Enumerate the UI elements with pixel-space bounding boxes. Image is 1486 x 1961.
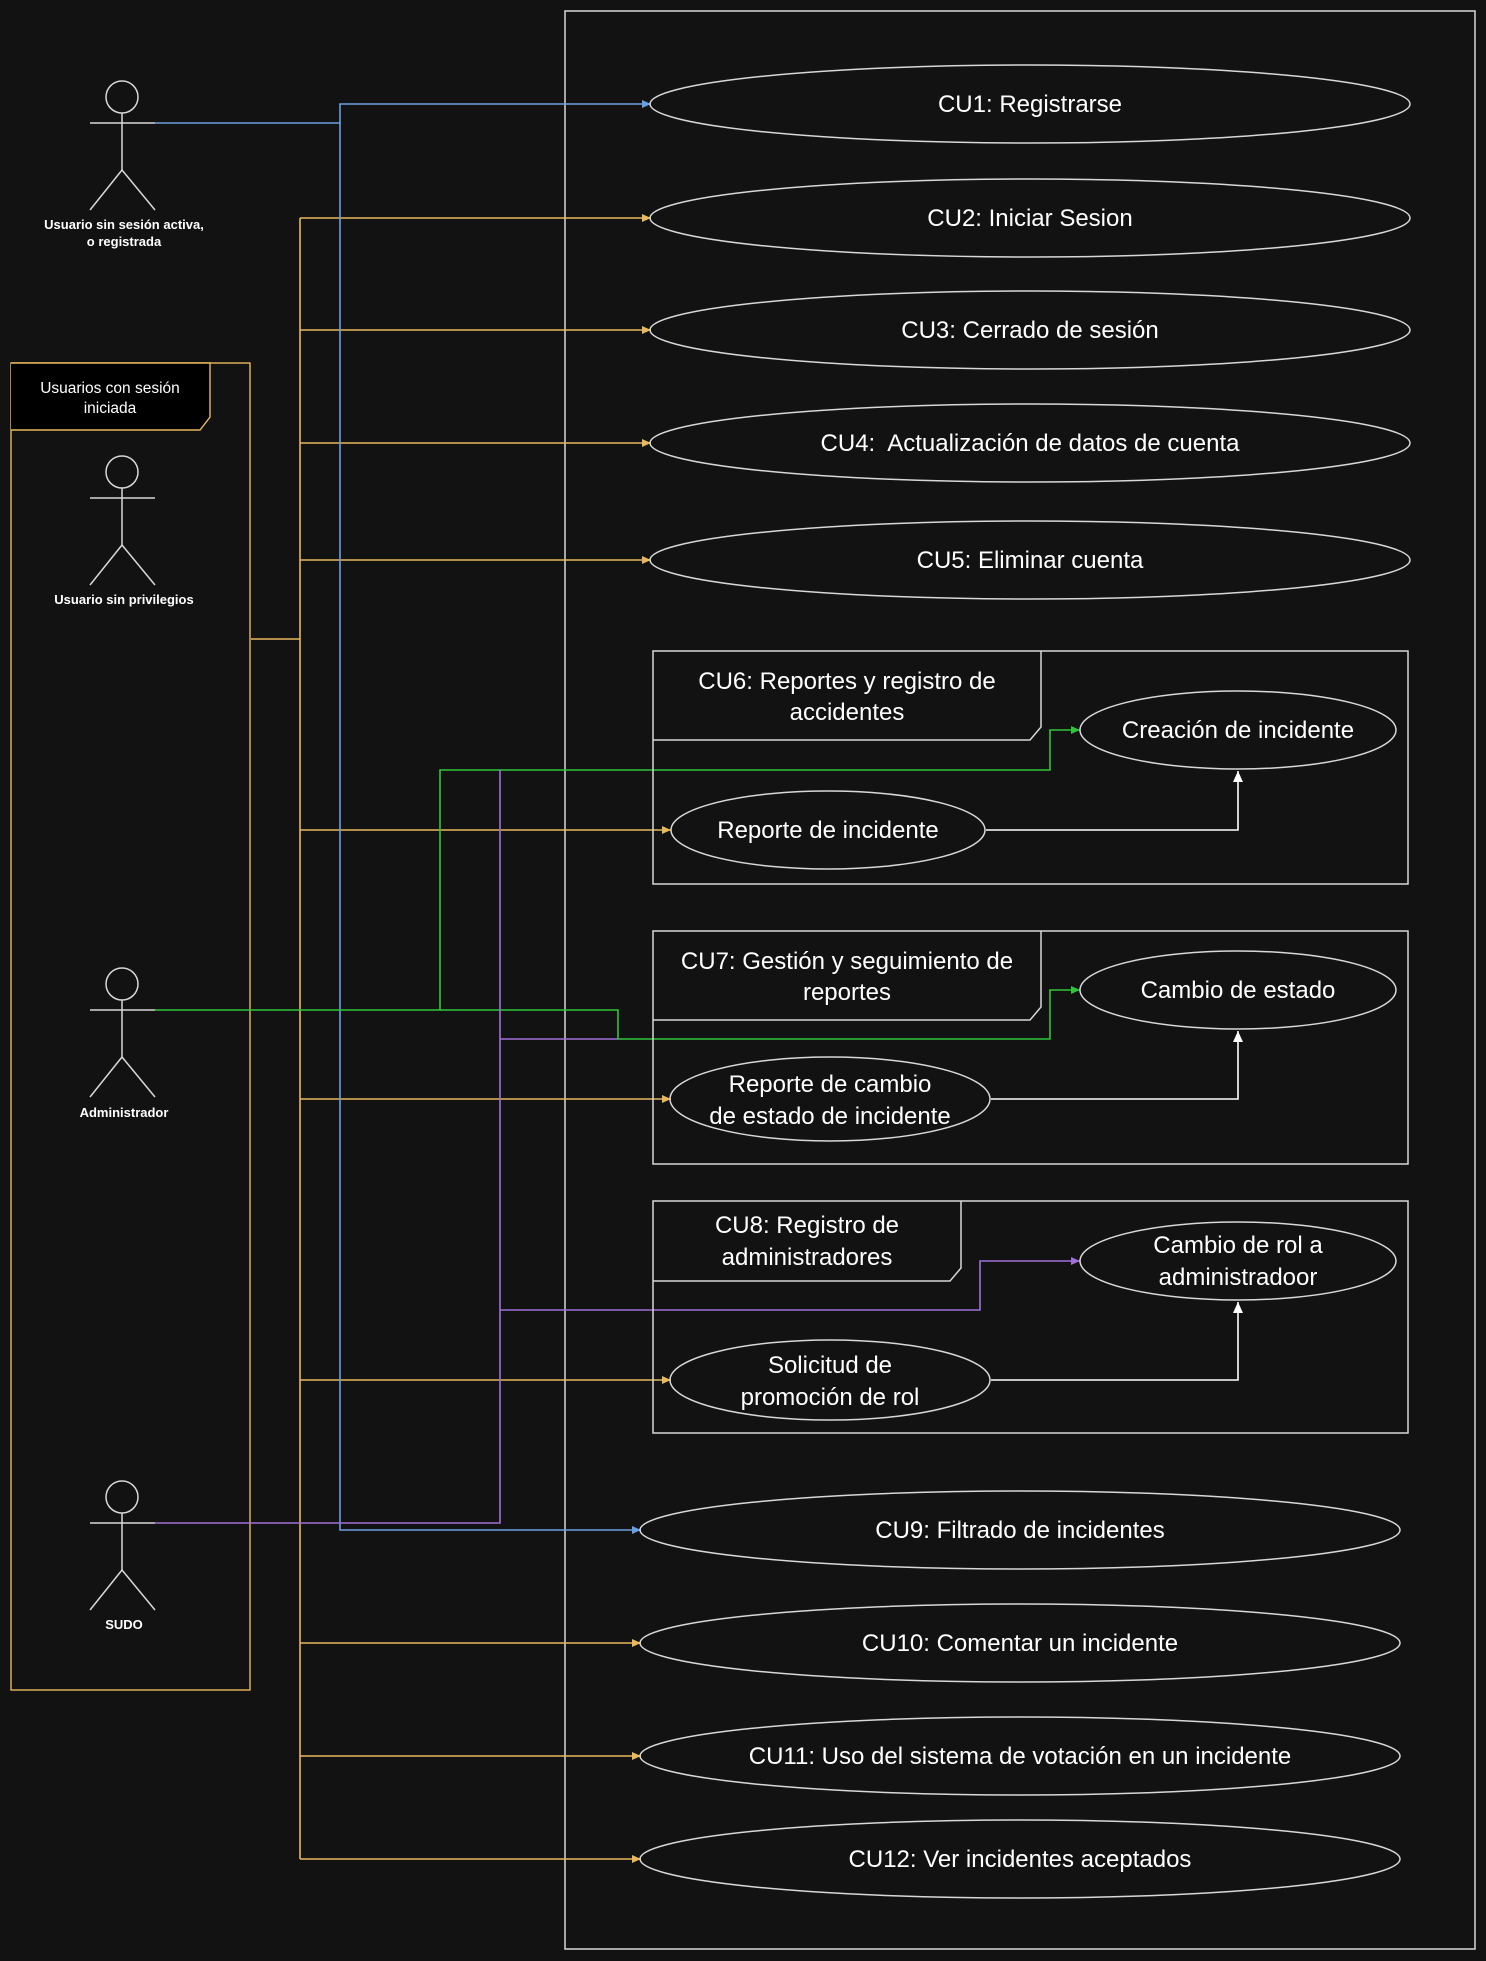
use-case-cu3: CU3: Cerrado de sesión <box>649 290 1411 370</box>
uc-reporte-incidente <box>670 790 986 870</box>
svg-text:Cambio de estado: Cambio de estado <box>1141 977 1336 1004</box>
uc-creacion-incidente <box>1079 690 1397 770</box>
use-case-cu1: CU1: Registrarse <box>649 64 1411 144</box>
orange-connectors <box>251 214 671 1863</box>
actor-no-privileges <box>89 455 156 586</box>
use-case-cu2: CU2: Iniciar Sesion <box>649 178 1411 258</box>
svg-text:promoción de rol: promoción de rol <box>741 1384 920 1411</box>
svg-text:de estado de incidente: de estado de incidente <box>709 1103 951 1130</box>
package-cu7-title-line2: reportes <box>803 979 891 1006</box>
actor-sudo <box>89 1480 156 1611</box>
svg-text:CU3: Cerrado de sesión: CU3: Cerrado de sesión <box>901 317 1158 344</box>
logged-users-group: Usuarios con sesión iniciada <box>10 362 251 1691</box>
actor-sudo-label: SUDO <box>105 1617 143 1632</box>
package-cu7: CU7: Gestión y seguimiento de reportes C… <box>652 930 1409 1165</box>
actor-no-privileges-label: Usuario sin privilegios <box>54 592 193 607</box>
package-cu7-title-line1: CU7: Gestión y seguimiento de <box>681 948 1013 975</box>
svg-text:Reporte de incidente: Reporte de incidente <box>717 817 938 844</box>
package-cu6-title-line2: accidentes <box>790 699 905 726</box>
use-case-cu11: CU11: Uso del sistema de votación en un … <box>639 1716 1401 1796</box>
svg-text:Cambio de rol a: Cambio de rol a <box>1153 1232 1323 1259</box>
package-cu6: CU6: Reportes y registro de accidentes C… <box>652 650 1409 885</box>
purple-connectors <box>155 770 1080 1524</box>
svg-text:Creación de incidente: Creación de incidente <box>1122 717 1354 744</box>
uc-reporte-cambio-estado <box>669 1056 991 1142</box>
use-case-cu12: CU12: Ver incidentes aceptados <box>639 1819 1401 1899</box>
svg-text:administradoor: administradoor <box>1159 1264 1318 1291</box>
use-case-cu5: CU5: Eliminar cuenta <box>649 520 1411 600</box>
package-cu6-title-line1: CU6: Reportes y registro de <box>698 668 995 695</box>
group-title-line2: iniciada <box>84 400 137 417</box>
uc-cambio-rol <box>1079 1221 1397 1301</box>
use-case-cu10: CU10: Comentar un incidente <box>639 1603 1401 1683</box>
actor-guest-label-line2: o registrada <box>87 234 162 249</box>
svg-text:CU12: Ver incidentes aceptados: CU12: Ver incidentes aceptados <box>849 1846 1192 1873</box>
uc-solicitud-promocion <box>669 1339 991 1421</box>
svg-text:CU9: Filtrado de incidentes: CU9: Filtrado de incidentes <box>875 1517 1164 1544</box>
svg-text:Reporte de cambio: Reporte de cambio <box>729 1071 932 1098</box>
package-cu8: CU8: Registro de administradores Cambio … <box>652 1200 1409 1434</box>
group-title-line1: Usuarios con sesión <box>40 380 180 397</box>
uc-cambio-estado <box>1079 950 1397 1030</box>
actor-guest-label-line1: Usuario sin sesión activa, <box>44 217 204 232</box>
svg-text:CU2: Iniciar Sesion: CU2: Iniciar Sesion <box>927 205 1132 232</box>
svg-text:Solicitud de: Solicitud de <box>768 1352 892 1379</box>
svg-text:CU11: Uso del sistema de votac: CU11: Uso del sistema de votación en un … <box>749 1743 1292 1770</box>
actor-admin-label: Administrador <box>80 1105 169 1120</box>
svg-text:CU5: Eliminar cuenta: CU5: Eliminar cuenta <box>917 547 1144 574</box>
package-cu8-title-line2: administradores <box>722 1244 893 1271</box>
use-case-cu4: CU4: Actualización de datos de cuenta <box>649 403 1411 483</box>
svg-text:CU4: Actualización de datos d: CU4: Actualización de datos de cuenta <box>821 430 1241 457</box>
use-case-cu9: CU9: Filtrado de incidentes <box>639 1490 1401 1570</box>
svg-text:CU1: Registrarse: CU1: Registrarse <box>938 91 1122 118</box>
system-boundary <box>564 10 1476 1950</box>
blue-connectors <box>155 100 651 1534</box>
green-connectors <box>155 726 1080 1040</box>
actor-admin <box>89 967 156 1098</box>
package-cu8-title-line1: CU8: Registro de <box>715 1212 899 1239</box>
svg-text:CU10: Comentar un incidente: CU10: Comentar un incidente <box>862 1630 1178 1657</box>
actor-guest <box>89 80 156 211</box>
